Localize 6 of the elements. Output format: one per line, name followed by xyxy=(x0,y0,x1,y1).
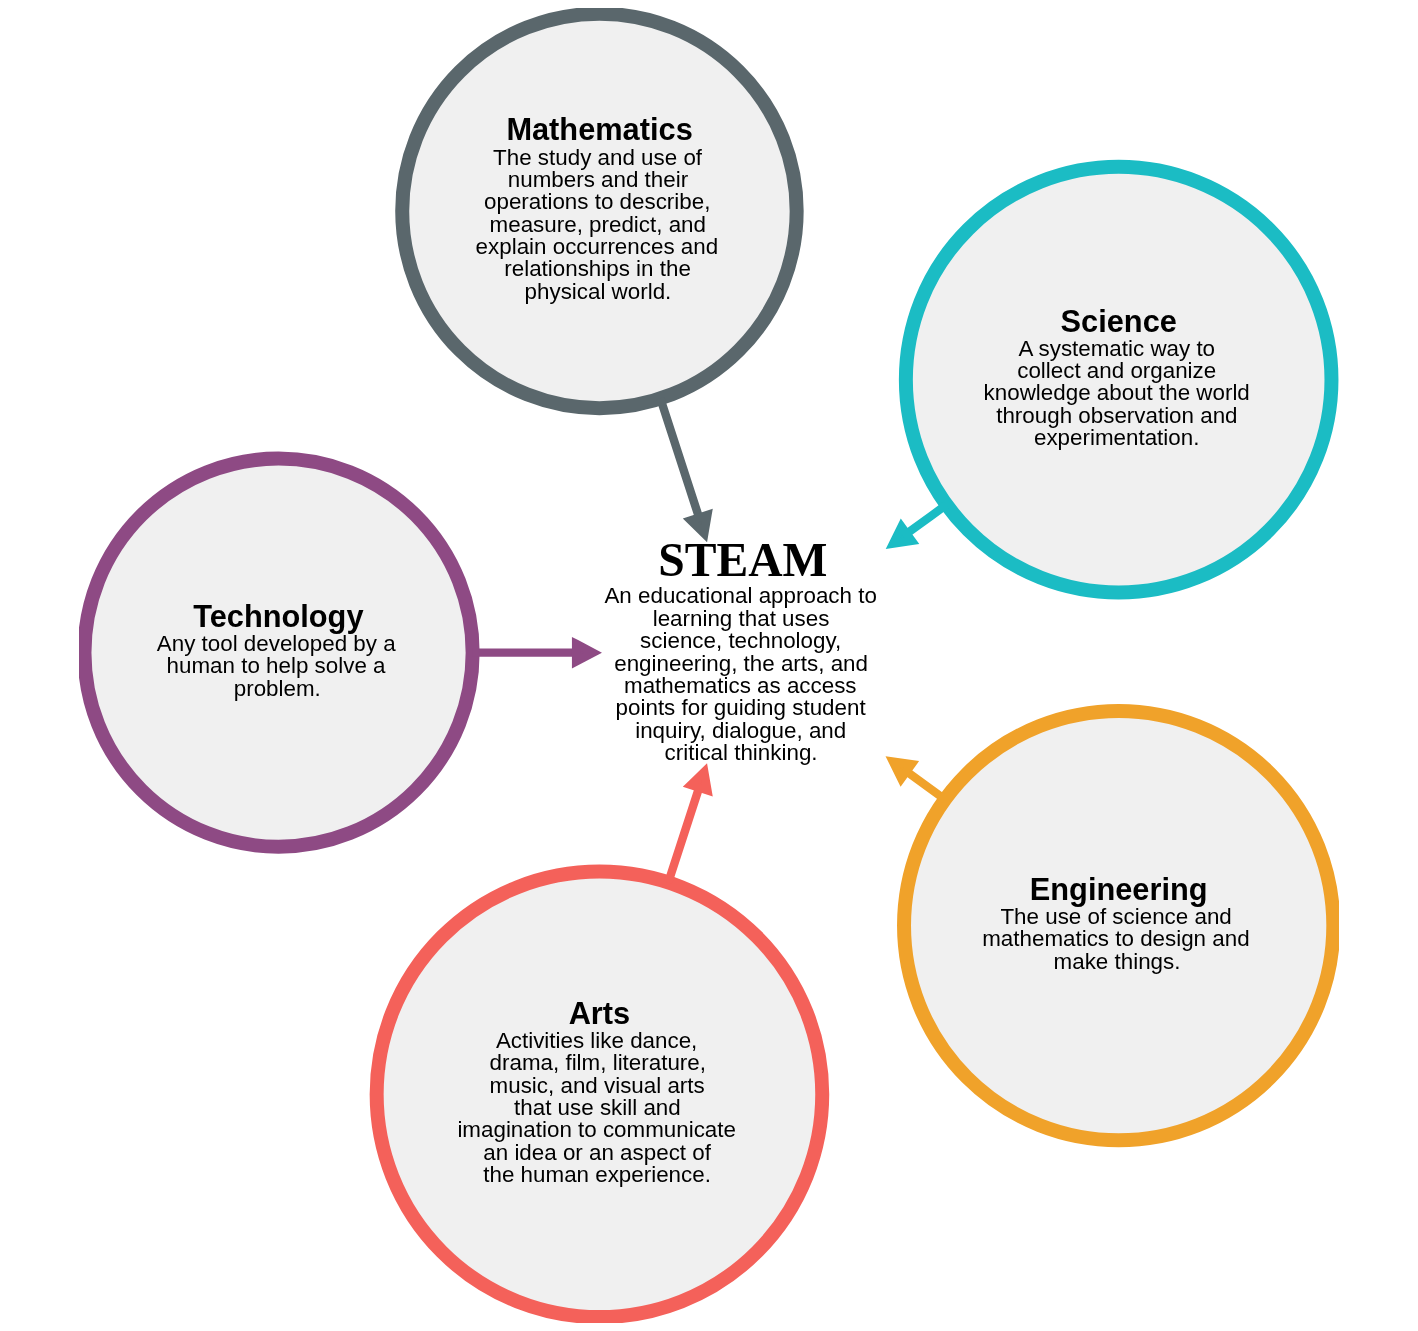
node-circle: Science A systematic way to collect and organize knowledge about the world through observation and experimentation. xyxy=(898,159,1339,600)
node-circle: Engineering The use of science and mathematics to design and make things. xyxy=(897,703,1339,1148)
node-circle: Technology Any tool developed by a human to help solve a problem. xyxy=(79,451,480,854)
node-circle: Arts Activities like dance, drama, film, literature, music, and visual arts that use skill and imagination to communicate an idea or an aspect of the human experience. xyxy=(369,864,830,1323)
node-text: STEAM An educational approach to learning that uses science, technology, engineering, the arts, and mathematics as access points for guiding student inquiry, dialogue, and critical thinking. xyxy=(604,533,877,766)
node-circle: Mathematics The study and use of numbers and their operations to describe, measure, predict, and explain occurrences and relationships in the physical world. xyxy=(395,8,804,416)
